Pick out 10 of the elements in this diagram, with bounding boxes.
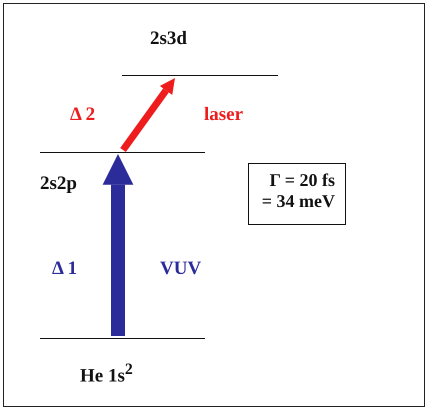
- edge-label: laser: [204, 104, 244, 126]
- edge-label: VUV: [160, 258, 202, 280]
- energy-level: 2s2p: [40, 152, 205, 198]
- arrow: [120, 78, 175, 152]
- energy-gap-label: Δ 1: [52, 258, 78, 280]
- arrow: [102, 154, 134, 336]
- energy-level: He 1s$^{2}$: [40, 338, 205, 386]
- energy-level: 2s3d: [122, 28, 278, 76]
- energy-gap-label: Δ 2: [70, 104, 96, 126]
- note-box: Γ = 20 fs = 34 meV: [248, 163, 346, 225]
